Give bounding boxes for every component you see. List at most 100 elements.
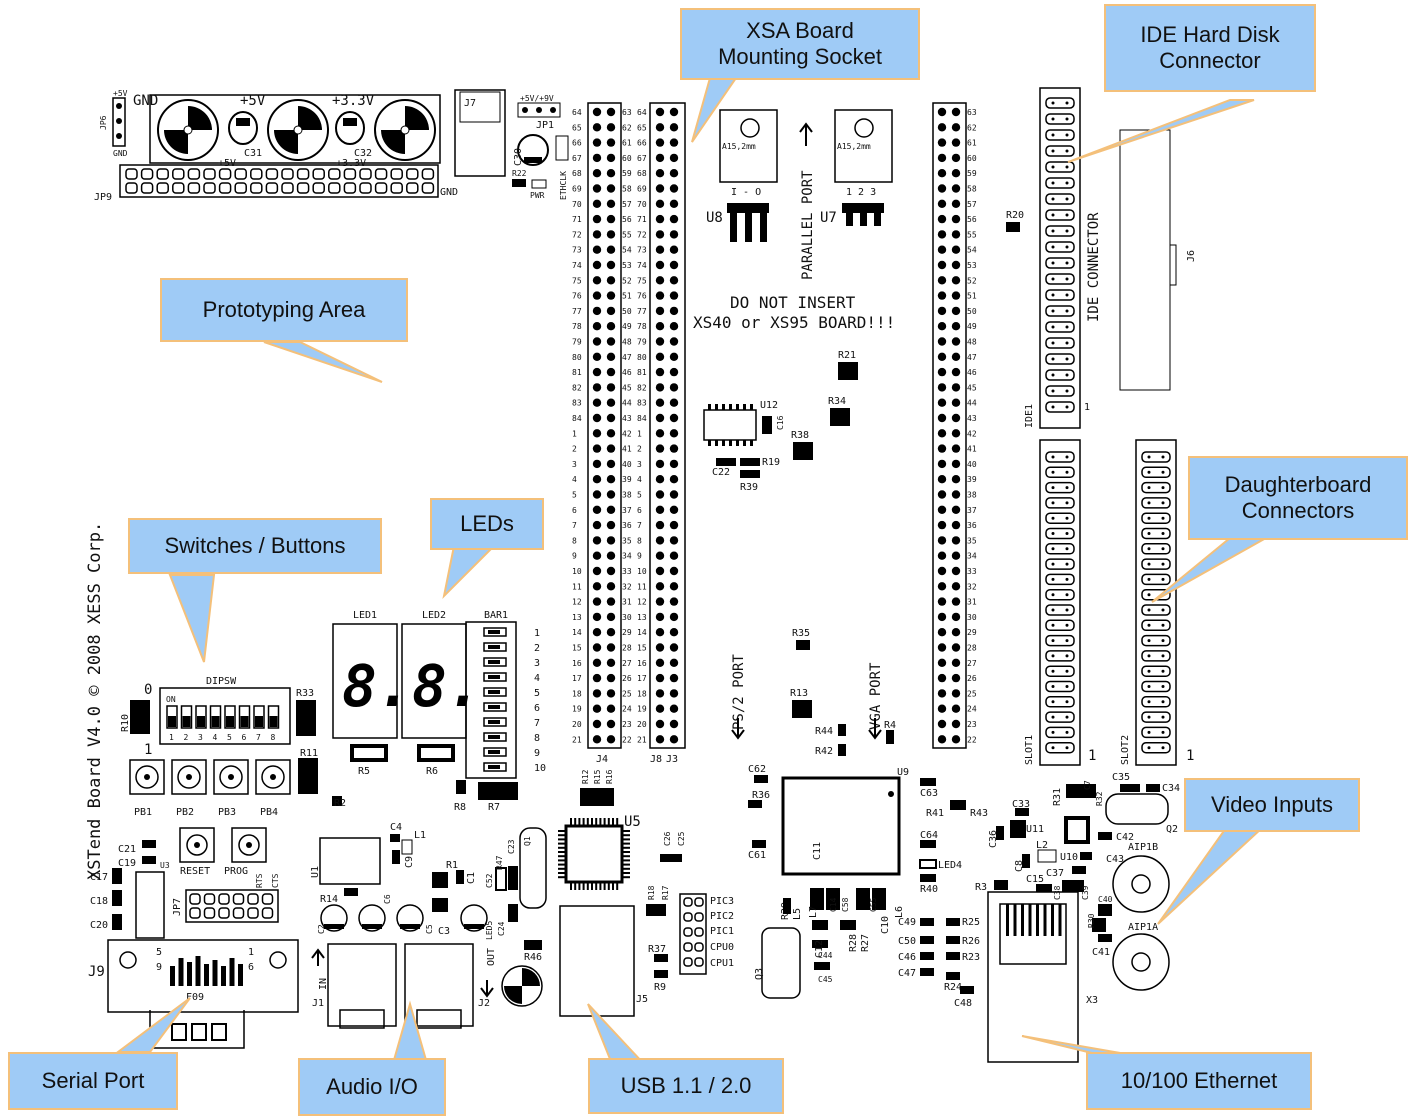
header-pin [1051,261,1055,265]
socket-pin [937,413,947,423]
svg-text:C61: C61 [748,850,766,861]
pin-label: 2 [184,733,189,742]
header-pin [374,168,388,180]
socket-pin [606,260,616,270]
socket-pin [937,260,947,270]
warning-line-2: XS40 or XS95 BOARD!!! [693,313,895,332]
socket-pin [937,582,947,591]
header-pin [1045,558,1075,570]
socket-pin [592,413,602,423]
svg-text:+3.3V: +3.3V [336,158,366,169]
socket-pin [655,337,665,346]
header-pin [1065,229,1069,233]
header-pin [1045,257,1075,269]
svg-text:R38: R38 [791,430,809,441]
pin-label: 55 [622,230,632,239]
svg-text:DIPSW: DIPSW [206,676,237,687]
serial-pin [187,962,192,986]
socket-pin [937,107,947,117]
header-pin [1051,593,1055,597]
chip-pin [595,882,598,890]
svg-text:R21: R21 [838,350,856,361]
pin-label: 32 [622,582,632,591]
pin-label: 1 [534,628,540,639]
svg-text:R10: R10 [120,714,131,732]
socket-pin [951,199,961,208]
header-pin [1051,357,1055,361]
pin-label: 69 [572,185,582,194]
pin-label: 10 [572,567,582,576]
svg-text:R31: R31 [1052,788,1063,806]
socket-pin [606,551,616,560]
socket-pin [655,169,665,178]
socket-pin [669,245,679,254]
header-pin [421,182,435,194]
header-pin [1045,177,1075,189]
header-pin [683,927,693,937]
chip-pin [622,834,630,837]
push-button [228,774,234,780]
socket-pin [655,490,665,499]
socket-pin [655,153,665,163]
pin-label: 4 [637,475,642,484]
pin-label: 54 [967,246,977,255]
pin-label: 63 [967,108,977,117]
svg-text:C37: C37 [1046,868,1064,879]
socket-pin [937,475,947,484]
socket-pin [951,475,961,484]
pin-label: 5 [637,491,642,500]
callout-leds: LEDs [430,498,544,550]
header-pin [172,168,185,180]
socket-pin [937,153,947,163]
chip-pin [722,404,725,410]
header-pin [1065,532,1069,535]
socket-pin [937,658,947,667]
serial-pin [212,960,218,986]
socket-pin [592,276,602,285]
dip-switch-lever [209,705,222,729]
header-pin [1051,325,1055,329]
pin-label: 18 [572,689,582,698]
socket-pin [606,184,616,193]
header-pin [1065,149,1069,153]
header-pin [1161,501,1165,505]
header-pin [172,182,185,194]
header-pin [234,168,247,180]
socket-pin [937,566,947,576]
socket-pin [937,735,947,744]
chip-pin [715,404,718,410]
header-pin [1065,325,1069,329]
header-pin [1051,669,1055,673]
bar-led [483,657,507,667]
header-pin [1051,470,1055,474]
header-pin [1065,486,1069,490]
svg-text:C17: C17 [90,872,108,883]
header-pin [1045,619,1075,632]
socket-pin [951,306,961,316]
svg-text:C12: C12 [814,940,825,958]
socket-pin [606,429,616,438]
svg-text:U1: U1 [310,866,321,878]
chip-pin [582,882,585,890]
svg-text:C64: C64 [920,830,938,841]
header-pin [1051,293,1055,297]
header-pin [390,182,403,194]
pin-label: 52 [967,276,977,285]
svg-text:LED1: LED1 [353,610,377,621]
pin-label: 11 [572,582,582,591]
svg-text:R17: R17 [661,885,670,900]
socket-pin [655,199,665,208]
svg-text:C31: C31 [244,148,262,159]
header-pin [1051,277,1055,281]
socket-pin [669,260,679,270]
svg-text:ETHCLK: ETHCLK [559,171,568,200]
pin-label: 20 [572,720,582,729]
pin-label: 59 [622,169,632,178]
pin-label: 47 [967,353,977,362]
socket-pin [592,597,602,606]
pin-label: 48 [967,338,977,347]
header-pin [203,168,216,180]
jp7-header: JP7 RTS CTS [172,873,280,923]
5v-terminal-label: +5V [240,93,266,109]
callout-switches-buttons: Switches / Buttons [128,518,382,574]
